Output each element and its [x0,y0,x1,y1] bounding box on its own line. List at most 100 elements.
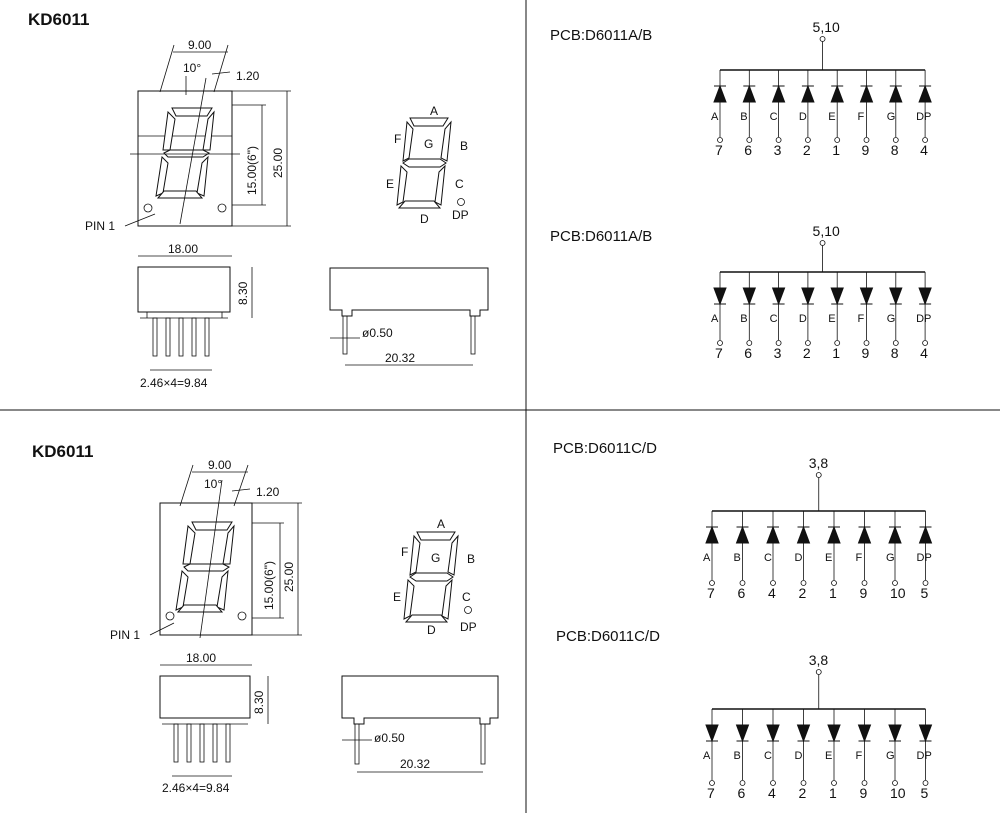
dim-row: 20.32 [385,351,415,365]
big-seg-b [202,110,215,151]
led-diode-g [889,287,903,306]
seg-label-f: F [401,545,408,559]
dim-digit-h: 15.00(6") [245,146,259,195]
led-diode-g [888,724,902,743]
lead [199,723,205,763]
seg-label-c: C [455,177,464,191]
led-diode-dp [918,84,932,103]
segment-label: G [886,750,895,762]
seg-label-dp: DP [460,620,477,634]
pin-number: 4 [920,142,928,158]
dim-top-ext-l [159,44,175,93]
segment-label: D [799,313,807,325]
pin-number: 8 [891,345,899,361]
segment-label: E [825,750,832,762]
pin-number: 4 [768,585,776,601]
panel-title: KD6011 [28,10,89,29]
common-terminal [815,472,822,478]
segment-label: DP [917,750,932,762]
pin-number: 2 [799,785,807,801]
slant-line [199,479,223,639]
lead [191,317,197,357]
side-view-body [159,675,251,719]
pin1-label: PIN 1 [85,219,115,233]
seg-label-e: E [393,590,401,604]
dim-total-h: 25.00 [271,148,285,178]
pin-number: 4 [920,345,928,361]
led-diode-b [735,525,750,544]
common-terminal [819,240,826,246]
mounting-hole-left [143,203,153,213]
dim-width-top: 9.00 [188,38,212,52]
led-diode-b [735,724,750,743]
big-seg-a [191,521,233,531]
led-diode-d [796,724,811,743]
led-diode-c [771,84,786,103]
big-seg-c [196,155,209,197]
lead [204,317,210,357]
dim-pitch: 2.46×4=9.84 [162,781,230,795]
segment-label: DP [916,111,931,123]
led-diode-f [857,525,872,544]
seg-e [396,164,408,206]
pin-terminal [922,340,928,346]
pin-terminal [717,340,723,346]
lead [173,723,179,763]
lead [165,317,171,357]
pin-number: 6 [744,345,752,361]
segment-label: D [795,750,803,762]
seg-c [441,578,453,620]
seg-label-b: B [467,552,475,566]
lead [152,317,158,357]
led-diode-e [827,525,841,544]
pin-number: 1 [832,142,840,158]
side-pins [152,317,210,357]
lead [186,723,192,763]
segment-label: A [703,750,711,762]
pin-terminal [775,340,782,346]
mounting-hole-right [217,203,227,213]
segment-label: DP [917,552,932,564]
seg-label-d: D [420,212,429,226]
pin-number: 5 [921,585,929,601]
pin1-leader [149,622,175,636]
pin-terminal [746,137,753,143]
panel-title: KD6011 [32,442,93,461]
pin-terminal [709,780,715,786]
segment-label: A [703,552,711,564]
pin-terminal [863,137,870,143]
big-seg-d [156,190,204,199]
dim-angle: 10° [183,61,201,75]
pin-number: 6 [738,785,746,801]
seg-label-a: A [437,517,445,531]
end-lead-right [480,723,486,765]
dim-gap: 1.20 [256,485,280,499]
pin-number: 4 [768,785,776,801]
mounting-hole-right [237,611,247,621]
pin-terminal [800,780,807,786]
dim-top-ext-r [213,44,229,93]
led-diode-dp [918,724,933,743]
led-diode-dp [918,287,932,306]
pin-terminal [805,137,811,143]
led-diode-a [705,525,719,544]
segment-label: E [825,552,832,564]
pin-number: 1 [829,785,837,801]
pin-terminal [861,580,868,586]
pin-terminal [861,780,868,786]
pin-terminal [739,780,746,786]
segment-legend: A B C D E F G DP [386,104,469,226]
lead [212,723,218,763]
seg-a [409,117,449,127]
pin-number: 3 [774,142,782,158]
led-diode-f [859,84,874,103]
end-lead-left [342,315,348,355]
pin-terminal [770,580,776,586]
seg-c [434,164,446,206]
seg-a [416,531,456,541]
segment-label: F [858,111,865,123]
big-seg-g [163,149,210,158]
dim-gap-line [231,488,251,492]
segment-label: F [856,552,863,564]
